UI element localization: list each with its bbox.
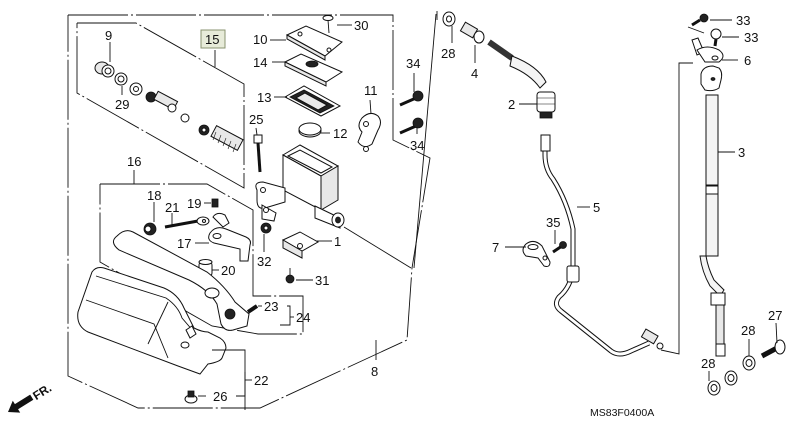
part-spring[interactable]: [210, 124, 244, 153]
hose-clamp-bracket: [687, 26, 705, 34]
callout-6[interactable]: 6: [744, 53, 751, 68]
callout-16[interactable]: 16: [127, 154, 141, 169]
part-circlip-29[interactable]: [114, 72, 128, 86]
part-hose-2[interactable]: [487, 39, 556, 119]
callout-1[interactable]: 1: [334, 234, 341, 249]
part-diaphragm-plate-14[interactable]: [283, 53, 344, 87]
front-direction-label: FR.: [30, 381, 54, 403]
callout-19[interactable]: 19: [187, 196, 201, 211]
callout-4[interactable]: 4: [471, 66, 478, 81]
part-guard-nut-26[interactable]: [184, 390, 198, 404]
part-adjuster-knob-18[interactable]: [143, 222, 157, 236]
part-brake-hose-3[interactable]: [699, 65, 738, 386]
part-clamp-bolt-33-a[interactable]: [691, 13, 709, 27]
part-hose-clamp-6[interactable]: [691, 37, 724, 63]
part-clamp-bolt-35[interactable]: [552, 241, 567, 254]
part-pivot-screw-19[interactable]: [211, 198, 219, 208]
part-pipe-clamp-7[interactable]: [522, 240, 551, 267]
callout-32[interactable]: 32: [257, 254, 271, 269]
callout-25[interactable]: 25: [249, 112, 263, 127]
front-direction-marker: FR.: [8, 381, 54, 413]
part-brake-lever[interactable]: [113, 230, 250, 331]
callout-28-right[interactable]: 28: [741, 323, 755, 338]
part-pivot-bolt-25[interactable]: [253, 134, 263, 173]
part-washer-28-lower-left[interactable]: [707, 380, 721, 396]
part-joint-4[interactable]: [459, 21, 485, 44]
part-adjuster-bolt-21[interactable]: [164, 216, 210, 229]
callout-34-lower[interactable]: 34: [410, 138, 424, 153]
part-holder-bolt-34-upper[interactable]: [399, 90, 424, 107]
callout-15[interactable]: 15: [205, 32, 219, 47]
callout-18[interactable]: 18: [147, 188, 161, 203]
part-holder-11[interactable]: [357, 112, 381, 152]
callout-24[interactable]: 24: [296, 310, 310, 325]
callout-23[interactable]: 23: [264, 299, 278, 314]
master-cylinder-leader: [343, 226, 412, 269]
part-cup[interactable]: [198, 124, 210, 136]
assembly-outline-8: [67, 14, 431, 409]
part-float-12[interactable]: [298, 122, 322, 138]
callout-35[interactable]: 35: [546, 215, 560, 230]
part-cap-screw-30[interactable]: [322, 15, 334, 34]
callout-29[interactable]: 29: [115, 97, 129, 112]
callout-14[interactable]: 14: [253, 55, 267, 70]
part-switch-1[interactable]: [281, 231, 320, 259]
part-switch-screw-31[interactable]: [285, 268, 295, 284]
callout-27[interactable]: 27: [768, 308, 782, 323]
part-boot-9[interactable]: [94, 61, 115, 78]
callout-17[interactable]: 17: [177, 236, 191, 251]
hose-joint-leader: [413, 13, 437, 269]
callout-3[interactable]: 3: [738, 145, 745, 160]
part-washer[interactable]: [129, 82, 143, 96]
assembly-outline-15: [76, 22, 245, 189]
callout-8[interactable]: 8: [371, 364, 378, 379]
callout-33-b[interactable]: 33: [744, 30, 758, 45]
callout-7[interactable]: 7: [492, 240, 499, 255]
part-holder-bolt-34-lower[interactable]: [399, 117, 424, 135]
part-brake-pipe-5[interactable]: [540, 134, 664, 357]
part-washer-28-top[interactable]: [442, 11, 456, 27]
part-master-cylinder-body[interactable]: [255, 144, 345, 229]
part-clamp-bolt-33-b[interactable]: [710, 28, 722, 47]
front-direction-arrow-icon: [8, 394, 34, 413]
callout-30[interactable]: 30: [354, 18, 368, 33]
part-lever-nut-32[interactable]: [260, 222, 272, 234]
part-piston[interactable]: [145, 90, 190, 123]
callout-5[interactable]: 5: [593, 200, 600, 215]
hose-group-bracket: [660, 62, 693, 355]
part-washer-28-lower-right[interactable]: [742, 355, 756, 371]
callout-31[interactable]: 31: [315, 273, 329, 288]
callout-labels: 9 29 15 10 14 13 12 30 11 34 34 25 16 18…: [105, 13, 782, 404]
leader-lines: [109, 19, 778, 410]
callout-28-top[interactable]: 28: [441, 46, 455, 61]
callout-10[interactable]: 10: [253, 32, 267, 47]
part-oil-bolt-27[interactable]: [760, 339, 786, 359]
callout-2[interactable]: 2: [508, 97, 515, 112]
callout-15-highlight: [200, 29, 226, 49]
part-reservoir-cap-10[interactable]: [285, 25, 343, 61]
callout-12[interactable]: 12: [333, 126, 347, 141]
callout-13[interactable]: 13: [257, 90, 271, 105]
part-lever-bracket-17[interactable]: [208, 212, 251, 262]
callout-34-upper[interactable]: 34: [406, 56, 420, 71]
callout-33-a[interactable]: 33: [736, 13, 750, 28]
callout-11[interactable]: 11: [364, 83, 378, 98]
callout-28-left[interactable]: 28: [701, 356, 715, 371]
callout-22[interactable]: 22: [254, 373, 268, 388]
part-hand-guard-22[interactable]: [77, 267, 227, 375]
part-diaphragm-13[interactable]: [283, 85, 342, 117]
part-spring-23[interactable]: [246, 304, 259, 314]
callout-20[interactable]: 20: [221, 263, 235, 278]
callout-26[interactable]: 26: [213, 389, 227, 404]
callout-21[interactable]: 21: [165, 200, 179, 215]
callout-9[interactable]: 9: [105, 28, 112, 43]
diagram-code: MS83F0400A: [590, 407, 654, 419]
